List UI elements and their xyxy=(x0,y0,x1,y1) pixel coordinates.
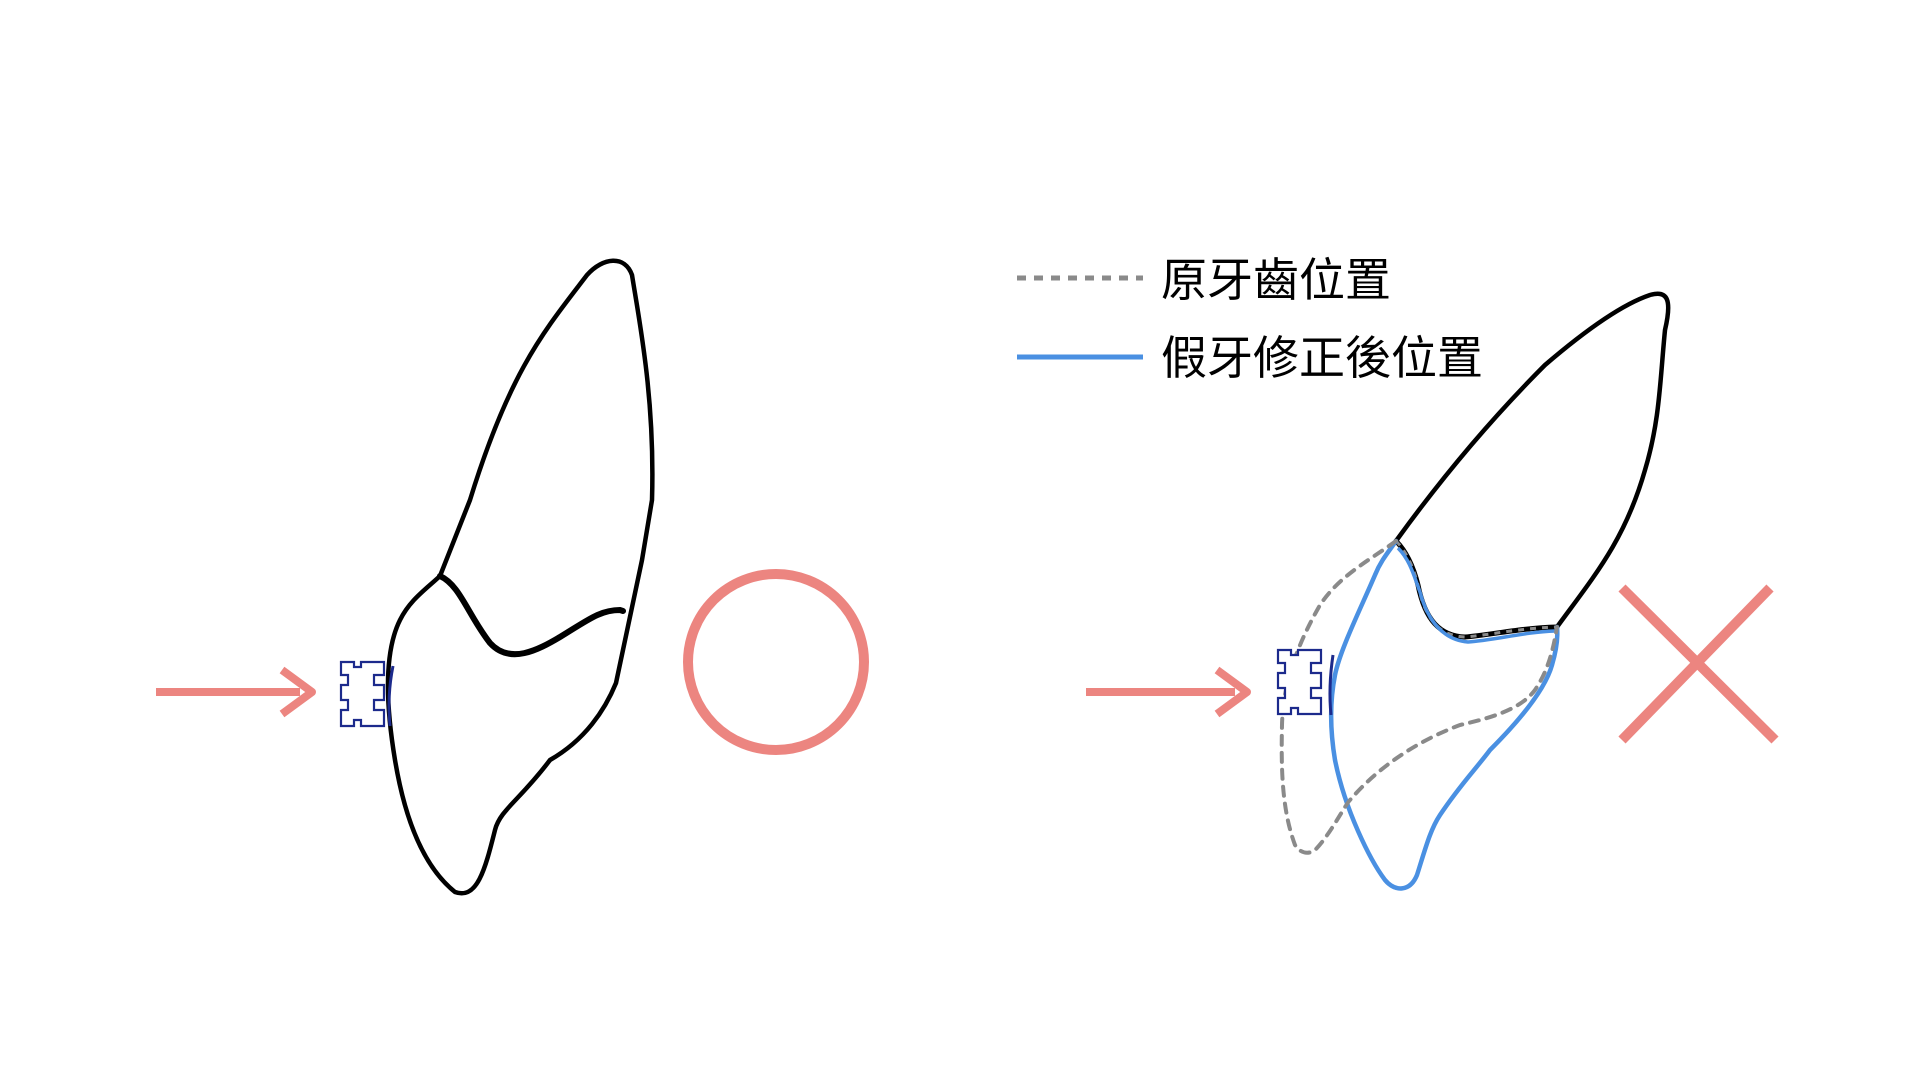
circle-icon xyxy=(683,569,869,755)
corrected-gum-line xyxy=(1396,546,1556,644)
legend-label-corrected: 假牙修正後位置 xyxy=(1161,331,1483,385)
gum-line xyxy=(437,573,626,658)
arrow-right-icon xyxy=(1086,666,1251,718)
left-panel xyxy=(156,258,869,896)
bracket-icon xyxy=(1276,648,1323,716)
bracket-icon xyxy=(339,660,386,728)
corrected-crown-outline xyxy=(1329,538,1560,891)
original-crown-outline xyxy=(1279,539,1559,855)
cross-icon xyxy=(1618,584,1779,744)
right-panel xyxy=(1086,291,1779,891)
legend-item-corrected: 假牙修正後位置 xyxy=(1017,331,1483,385)
legend-item-original: 原牙齒位置 xyxy=(1017,253,1391,307)
bracket-contact-line xyxy=(387,665,395,727)
tooth-outline xyxy=(385,258,655,896)
legend: 原牙齒位置 假牙修正後位置 xyxy=(1017,253,1483,385)
arrow-right-icon xyxy=(156,666,316,718)
bracket-contact-line xyxy=(1328,654,1335,716)
legend-label-original: 原牙齒位置 xyxy=(1161,253,1391,307)
tooth-root-outline xyxy=(1393,291,1671,630)
